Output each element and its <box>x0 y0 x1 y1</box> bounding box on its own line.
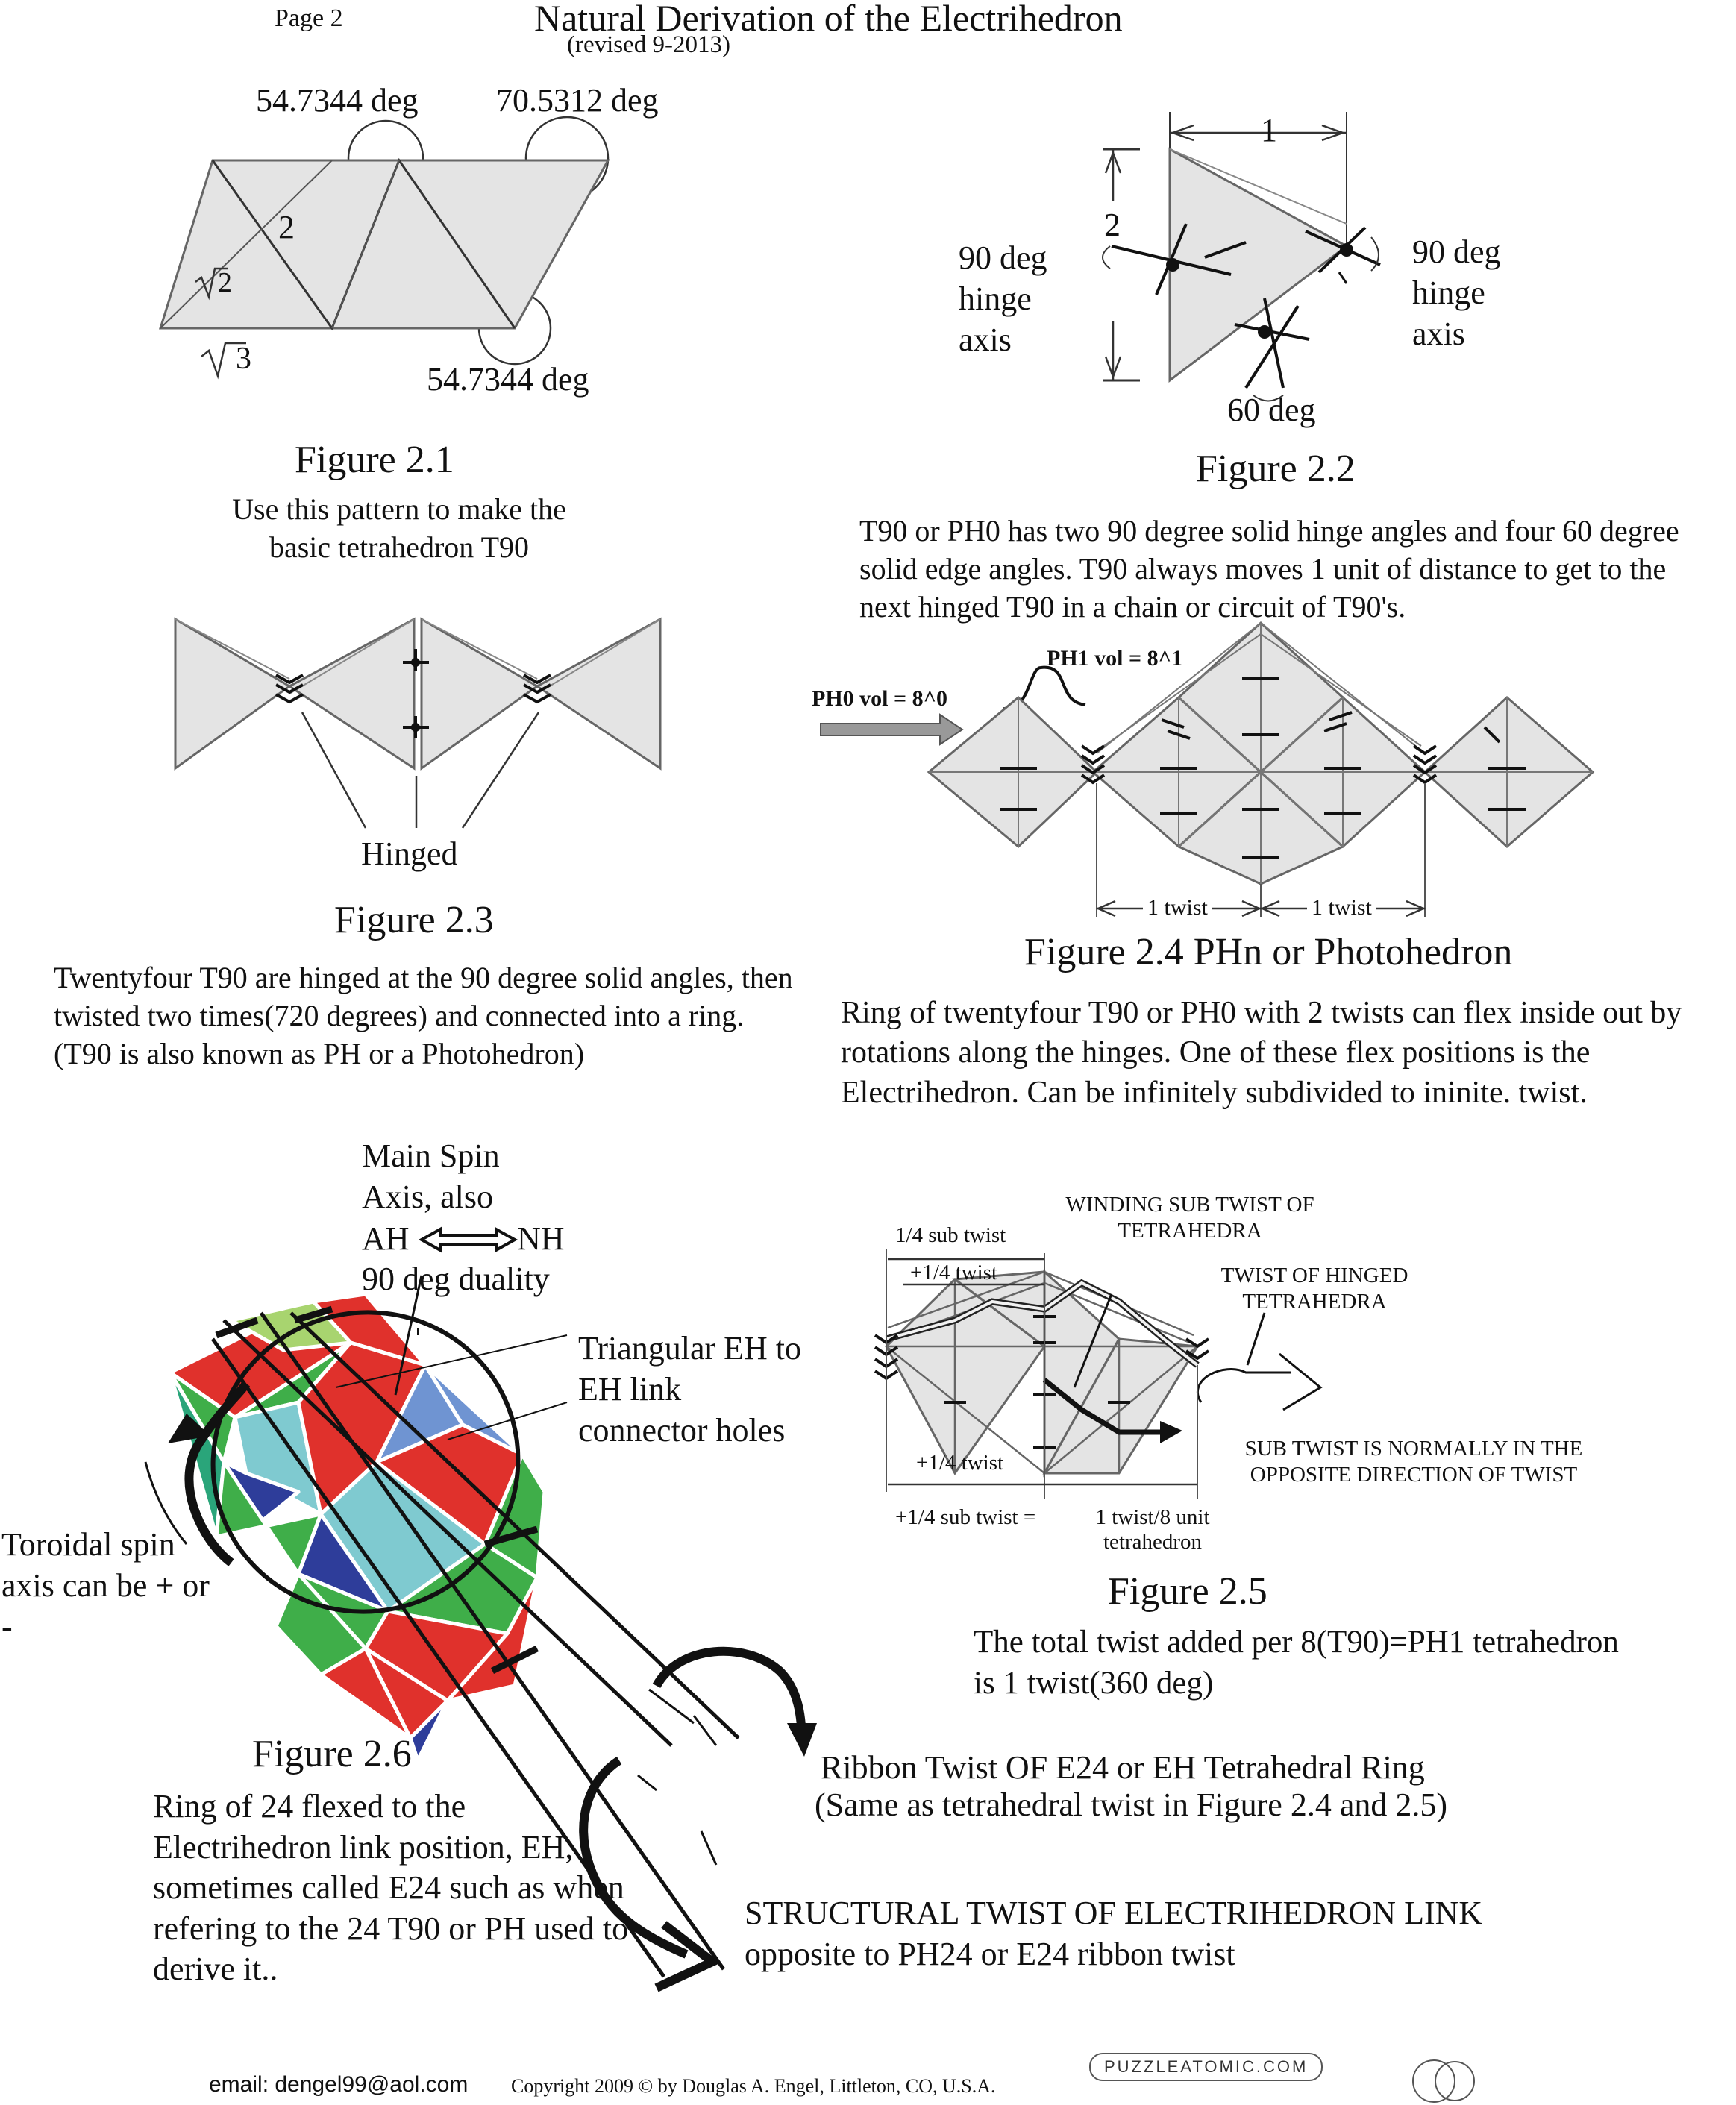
figure-2-2-caption: Figure 2.2 <box>1196 448 1356 490</box>
unit-twist-label: 1 twist/8 unit tetrahedron <box>1095 1505 1210 1555</box>
sqrt3-label: 3 <box>236 342 251 376</box>
height-label: 2 <box>1104 207 1121 243</box>
gsi-seal <box>1412 2059 1475 2103</box>
bottom-angle-label: 60 deg <box>1227 392 1316 428</box>
angle-top-left-label: 54.7344 deg <box>256 82 419 119</box>
nh-label: NH <box>517 1220 565 1257</box>
main-spin-line-2: Axis, also <box>362 1179 493 1215</box>
twist-hinged-label: TWIST OF HINGED TETRAHEDRA <box>1220 1264 1408 1314</box>
figure-2-4-description: Ring of twentyfour T90 or PH0 with 2 twi… <box>841 996 1682 1110</box>
figure-2-3-description: Twentyfour T90 are hinged at the 90 degr… <box>54 961 793 1070</box>
ribbon-twist-line-1: Ribbon Twist OF E24 or EH Tetrahedral Ri… <box>821 1749 1425 1786</box>
quarter-sub-twist-label: 1/4 sub twist <box>895 1223 1006 1247</box>
figure-2-6-caption: Figure 2.6 <box>252 1733 412 1775</box>
main-spin-line-1: Main Spin <box>362 1138 500 1174</box>
quarter-twist-top-label: +1/4 twist <box>910 1261 998 1284</box>
ah-label: AH <box>362 1220 410 1257</box>
edge-length-label: 2 <box>278 209 295 245</box>
duality-label: 90 deg duality <box>362 1261 550 1297</box>
triangular-holes-label: Triangular EH to EH link connector holes <box>578 1330 802 1449</box>
angle-top-right-label: 70.5312 deg <box>496 82 659 119</box>
structural-twist-line-2: opposite to PH24 or E24 ribbon twist <box>745 1936 1235 1972</box>
figure-2-1-caption: Figure 2.1 <box>295 439 454 481</box>
twist-right-label: 1 twist <box>1307 895 1376 920</box>
sub-twist-equation: +1/4 sub twist = <box>895 1505 1036 1529</box>
puzzleatomic-logo: PUZZLEATOMIC.COM <box>1089 2053 1323 2081</box>
figure-2-5-description: The total twist added per 8(T90)=PH1 tet… <box>974 1625 1619 1701</box>
quarter-twist-bottom-label: +1/4 twist <box>916 1451 1004 1475</box>
figure-2-5-caption: Figure 2.5 <box>1108 1570 1267 1613</box>
footer-copyright: Copyright 2009 © by Douglas A. Engel, Li… <box>511 2075 996 2097</box>
twist-left-label: 1 twist <box>1143 895 1212 920</box>
hinged-label: Hinged <box>361 835 458 872</box>
page-title: Natural Derivation of the Electrihedron <box>534 0 1123 39</box>
left-hinge-axis-label: 90 deg hinge axis <box>959 239 1047 358</box>
toroidal-axis-label: Toroidal spin axis can be + or - <box>1 1526 210 1645</box>
page-label: Page 2 <box>275 4 343 32</box>
footer-email: email: dengel99@aol.com <box>209 2072 469 2097</box>
figure-2-2-description: T90 or PH0 has two 90 degree solid hinge… <box>859 514 1679 624</box>
angle-bottom-label: 54.7344 deg <box>427 361 589 398</box>
figure-2-4-caption: Figure 2.4 PHn or Photohedron <box>1024 931 1513 973</box>
ph1-vol-label: PH1 vol = 8^1 <box>1047 646 1183 671</box>
ribbon-twist-line-2: (Same as tetrahedral twist in Figure 2.4… <box>815 1786 1448 1823</box>
width-label: 1 <box>1261 112 1277 148</box>
right-hinge-axis-label: 90 deg hinge axis <box>1412 233 1501 352</box>
structural-twist-line-1: STRUCTURAL TWIST OF ELECTRIHEDRON LINK <box>745 1895 1483 1931</box>
figure-2-6-description: Ring of 24 flexed to the Electrihedron l… <box>153 1788 629 1988</box>
figure-2-3-caption: Figure 2.3 <box>334 899 494 941</box>
revised-note: (revised 9-2013) <box>567 31 731 58</box>
winding-sub-twist-label: WINDING SUB TWIST OF TETRAHEDRA <box>1065 1193 1314 1243</box>
figure-2-1-description: Use this pattern to make the basic tetra… <box>232 492 566 564</box>
sub-twist-note: SUB TWIST IS NORMALLY IN THE OPPOSITE DI… <box>1244 1437 1583 1487</box>
sqrt2-label: 2 <box>218 267 232 298</box>
ph0-vol-label: PH0 vol = 8^0 <box>812 686 948 711</box>
